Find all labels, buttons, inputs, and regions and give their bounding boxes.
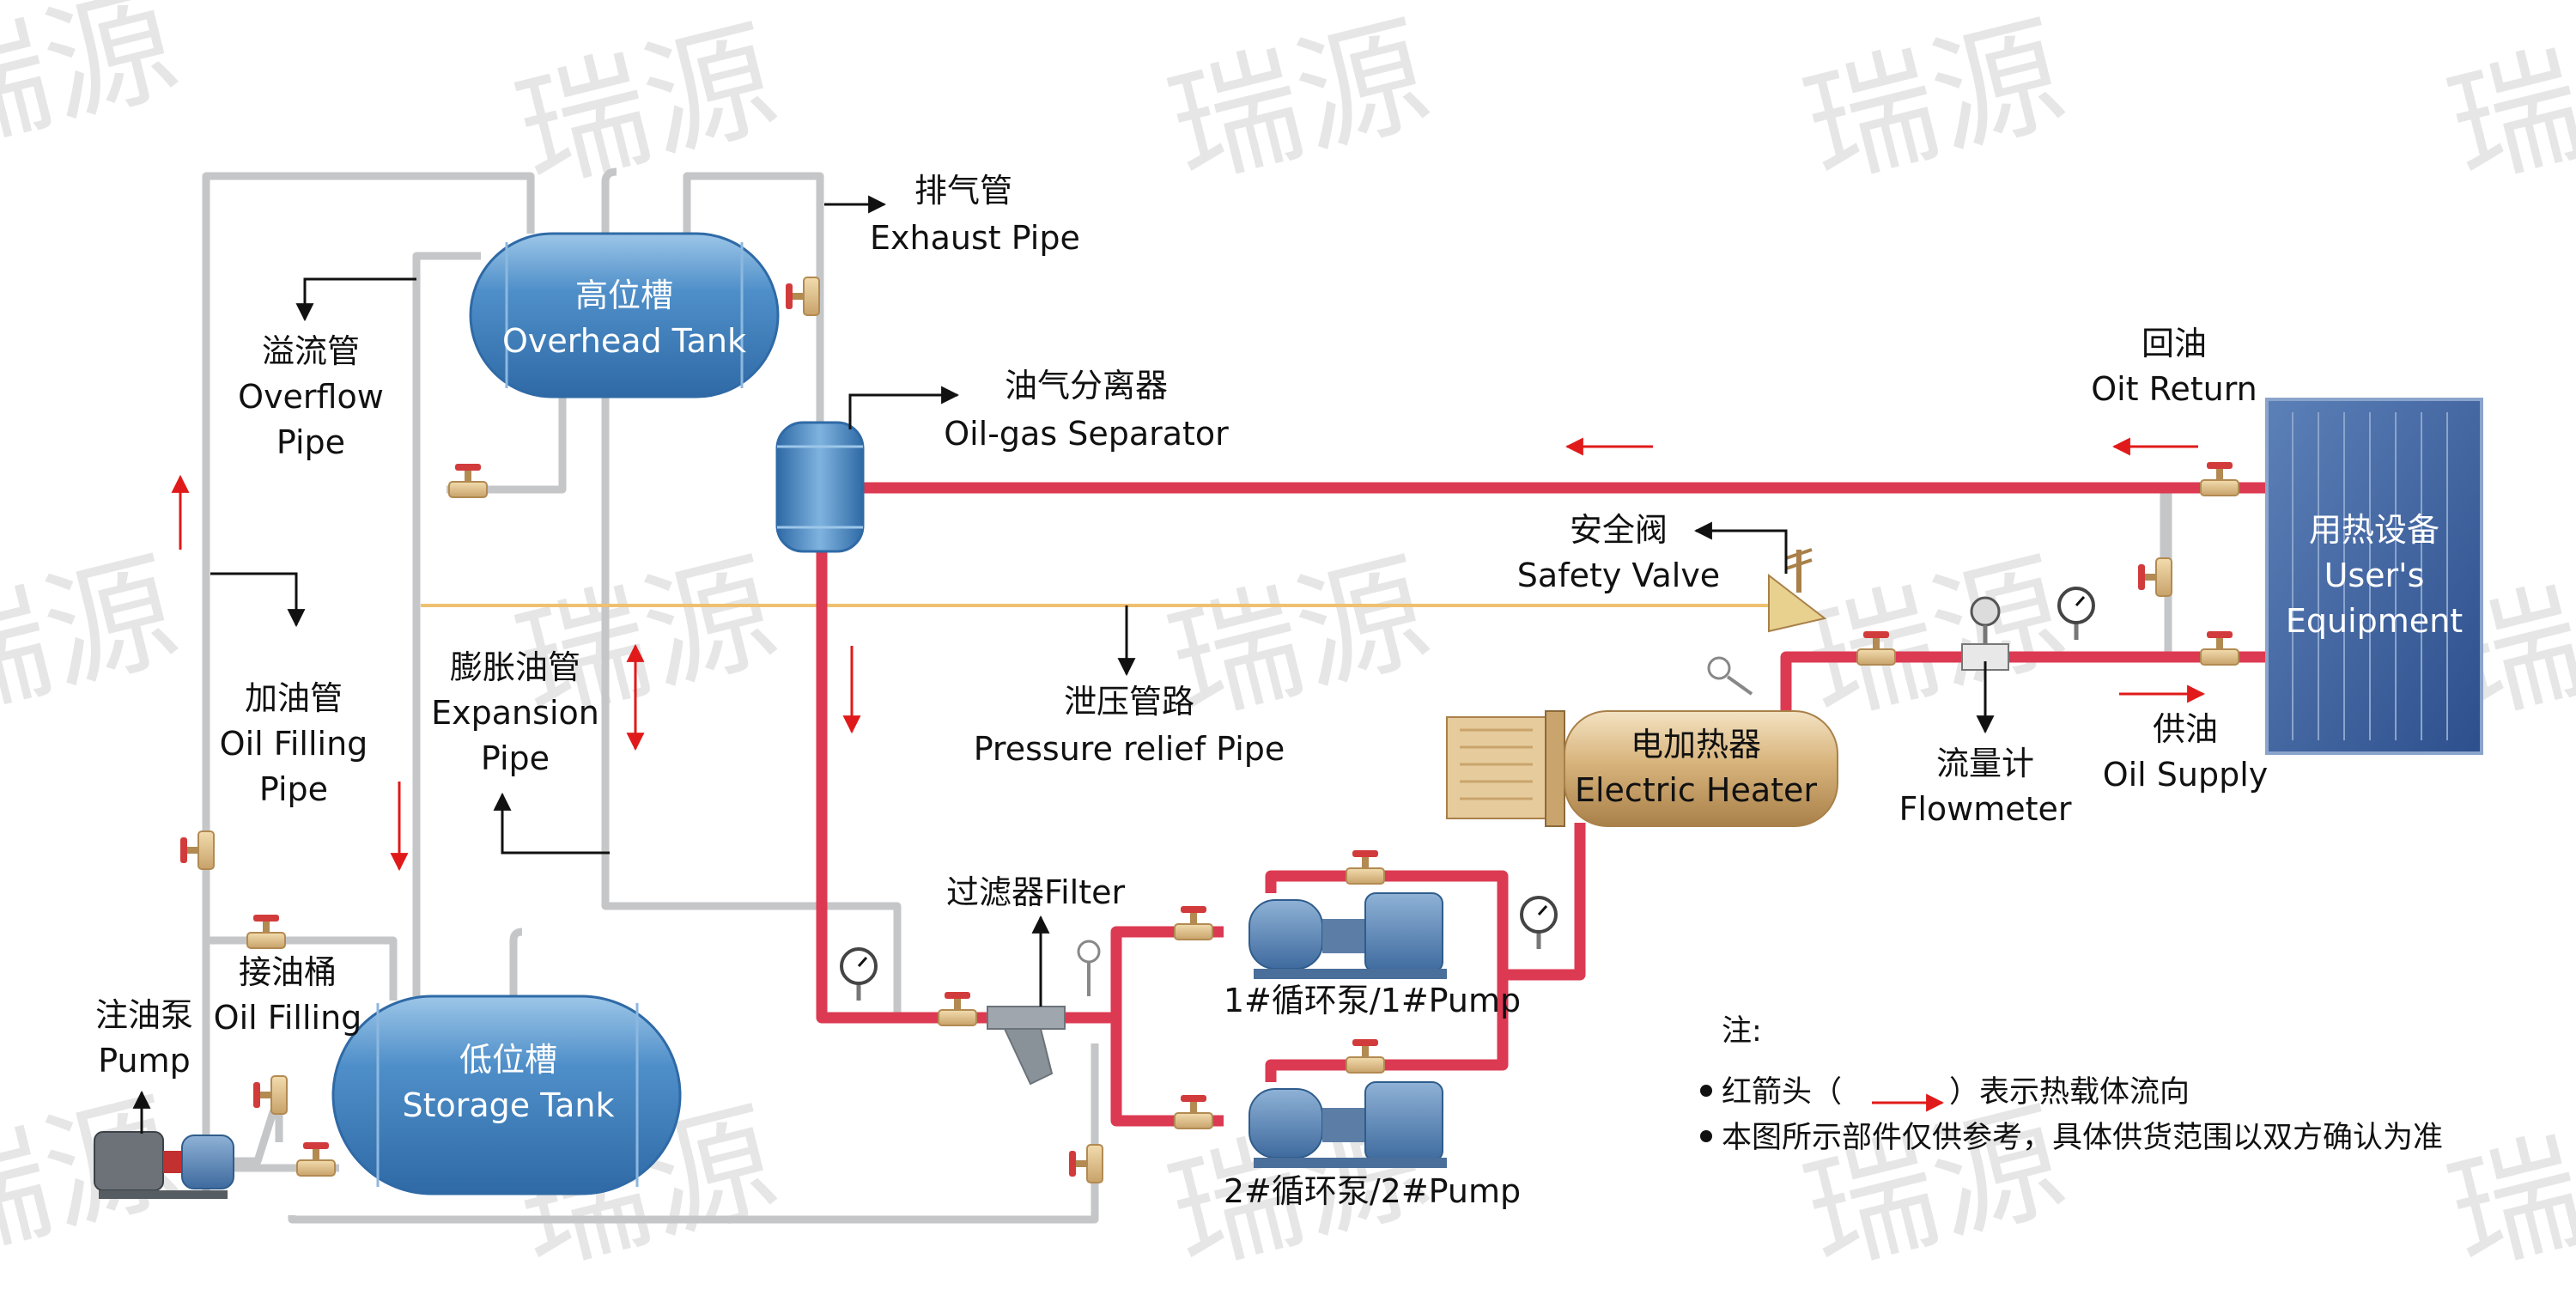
pressure-gauge-icon <box>1522 897 1556 949</box>
separator-en: Oil-gas Separator <box>944 415 1229 453</box>
thermometer-icon <box>1077 940 1101 964</box>
oil-return-cn: 回油 <box>2142 325 2207 362</box>
overhead-tank-cn: 高位槽 <box>575 277 673 314</box>
note-1-suffix: ）表示热载体流向 <box>1949 1075 2190 1110</box>
oil-filling-pipe-en2: Pipe <box>259 770 328 808</box>
expansion-hook <box>601 167 617 395</box>
watermark: 瑞源 <box>1792 536 2078 743</box>
pressure-relief-en: Pressure relief Pipe <box>974 730 1285 768</box>
watermark: 瑞源 <box>1792 1086 2078 1293</box>
storage-tank: 低位槽 Storage Tank <box>331 995 682 1195</box>
pump2-discharge <box>1265 975 1509 1082</box>
safety-valve-en: Safety Valve <box>1517 557 1720 594</box>
gauges <box>841 588 2093 1001</box>
bucket-valve <box>246 914 286 949</box>
bullet-icon <box>1700 1130 1712 1142</box>
bypass-valve <box>2137 557 2172 597</box>
filter <box>987 1006 1066 1086</box>
flowmeter-en: Flowmeter <box>1899 790 2071 828</box>
overflow-pipe-en2: Pipe <box>276 423 345 461</box>
drain-pipe <box>288 1043 1099 1224</box>
pump-header <box>1110 926 1224 1127</box>
note-1-prefix: 红箭头（ <box>1722 1075 1842 1110</box>
oil-bucket-en: Oil Filling <box>214 999 362 1037</box>
oil-filling-pipe-cn: 加油管 <box>245 679 343 717</box>
pump1-label: 1#循环泵/1#Pump <box>1224 982 1521 1019</box>
oil-gas-separator <box>775 421 865 553</box>
pump2-inlet-valve <box>1174 1094 1213 1129</box>
expansion-pipe-cn: 膨胀油管 <box>450 648 580 686</box>
storage-vent <box>509 928 523 996</box>
pump-2 <box>1249 1081 1447 1168</box>
watermark: 瑞源 <box>0 0 191 175</box>
oil-filling-pump <box>94 1131 234 1199</box>
heater-cn: 电加热器 <box>1631 726 1761 763</box>
flowmeter-cn: 流量计 <box>1936 745 2034 782</box>
expansion-pipe-en2: Pipe <box>481 739 550 777</box>
pump1-outlet-valve <box>1346 849 1385 885</box>
note-2: 本图所示部件仅供参考，具体供货范围以双方确认为准 <box>1722 1121 2443 1155</box>
bullet-icon <box>1700 1085 1712 1097</box>
watermark: 瑞源 <box>1157 536 1443 743</box>
pump1-discharge <box>1265 823 1586 981</box>
overflow-pipe <box>412 252 481 996</box>
storage-tank-en: Storage Tank <box>402 1086 614 1124</box>
flow-arrows <box>171 437 2206 872</box>
oil-return-en: Oit Return <box>2091 370 2257 408</box>
electric-heater: 电加热器 Electric Heater <box>1446 710 1838 827</box>
return-valve <box>2200 461 2239 496</box>
separator-down <box>816 550 1116 1024</box>
pressure-relief-cn: 泄压管路 <box>1064 683 1194 721</box>
oil-supply-en: Oil Supply <box>2103 756 2269 794</box>
user-equipment-en1: User's <box>2324 557 2425 594</box>
user-equipment: 用热设备 User's Equipment <box>2265 398 2483 755</box>
watermark: 瑞源 <box>2436 0 2576 206</box>
oil-bucket-cn: 接油桶 <box>239 953 337 991</box>
user-equipment-en2: Equipment <box>2286 602 2463 640</box>
oil-supply-cn: 供油 <box>2153 710 2218 748</box>
watermark: 瑞源 <box>1157 0 1443 206</box>
safety-valve <box>1768 548 1827 633</box>
pump2-outlet-valve <box>1346 1038 1385 1074</box>
safety-valve-cn: 安全阀 <box>1570 511 1668 549</box>
filter-inlet-valve <box>938 991 977 1026</box>
oil-filling-pipe-en1: Oil Filling <box>220 725 368 763</box>
watermark: 瑞源 <box>1792 0 2078 206</box>
user-equipment-cn: 用热设备 <box>2309 511 2439 549</box>
filling-pump-valve <box>252 1075 288 1115</box>
pressure-gauge-icon <box>841 949 876 1001</box>
watermark: 瑞源 <box>2436 1086 2576 1293</box>
watermark: 瑞源 <box>0 535 191 742</box>
filling-pump-en: Pump <box>98 1042 190 1080</box>
storage-inlet-valve <box>296 1141 336 1177</box>
heater-en: Electric Heater <box>1575 771 1817 809</box>
filling-pump-cn: 注油泵 <box>95 996 193 1034</box>
thermometer-icon <box>1707 656 1731 680</box>
supply-valve <box>2200 630 2239 666</box>
filter-label: 过滤器Filter <box>946 873 1125 911</box>
exhaust-pipe-cn: 排气管 <box>914 172 1012 210</box>
overflow-valve <box>448 463 488 498</box>
storage-tank-cn: 低位槽 <box>459 1041 557 1079</box>
expansion-pipe-en1: Expansion <box>431 694 599 732</box>
labels: 排气管 Exhaust Pipe 溢流管 Overflow Pipe 油气分离器… <box>95 172 2268 1210</box>
exhaust-valve <box>785 277 820 316</box>
expansion-pipe <box>601 395 902 1018</box>
overflow-pipe-cn: 溢流管 <box>262 332 360 370</box>
separator-cn: 油气分离器 <box>1005 367 1168 405</box>
pump1-inlet-valve <box>1174 905 1213 940</box>
pump2-label: 2#循环泵/2#Pump <box>1224 1172 1521 1210</box>
drain-valve <box>1068 1144 1103 1183</box>
exhaust-pipe-en: Exhaust Pipe <box>870 219 1080 257</box>
notes: 注: 红箭头（ ）表示热载体流向 本图所示部件仅供参考，具体供货范围以双方确认为… <box>1700 1014 2443 1155</box>
pump-1 <box>1249 892 1447 979</box>
leader-lines <box>132 195 1995 1134</box>
filling-line-valve <box>179 830 215 870</box>
overhead-tank-en: Overhead Tank <box>502 322 746 360</box>
overflow-pipe-en1: Overflow <box>238 378 384 416</box>
notes-title: 注: <box>1722 1014 1762 1049</box>
overhead-tank: 高位槽 Overhead Tank <box>469 232 780 398</box>
